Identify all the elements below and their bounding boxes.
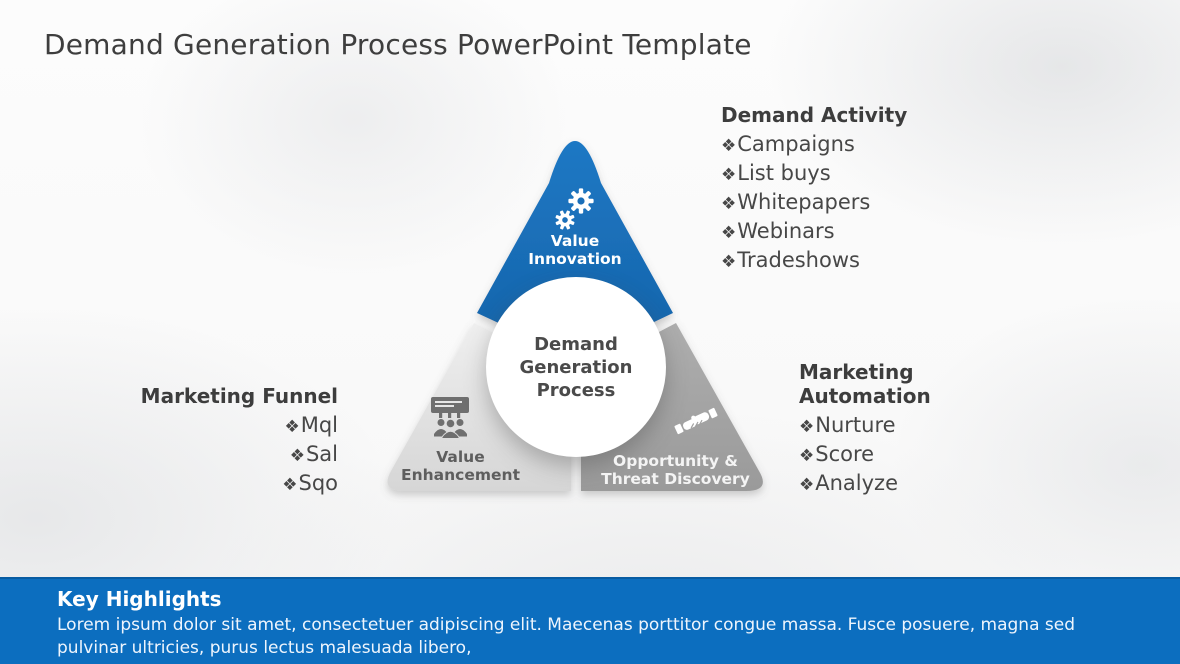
center-circle-label: Demand Generation Process xyxy=(519,333,633,401)
list-item-label: Sqo xyxy=(298,471,338,495)
list-item-label: Campaigns xyxy=(737,132,855,156)
diamond-bullet-icon: ❖ xyxy=(721,194,737,214)
list-item-label: Whitepapers xyxy=(737,190,871,214)
diamond-bullet-icon: ❖ xyxy=(721,223,737,243)
list-item: ❖Score xyxy=(799,441,999,470)
marketing-automation-list: Marketing Automation ❖Nurture ❖Score ❖An… xyxy=(799,360,999,499)
diamond-bullet-icon: ❖ xyxy=(799,417,815,437)
demand-activity-list: Demand Activity ❖Campaigns ❖List buys ❖W… xyxy=(721,103,907,276)
diamond-bullet-icon: ❖ xyxy=(282,475,298,495)
key-highlights-title: Key Highlights xyxy=(57,587,222,611)
list-item-label: Analyze xyxy=(815,471,898,495)
list-item: ❖Tradeshows xyxy=(721,247,907,276)
diamond-bullet-icon: ❖ xyxy=(799,475,815,495)
list-item-label: Nurture xyxy=(815,413,896,437)
diamond-bullet-icon: ❖ xyxy=(799,446,815,466)
list-item-label: Tradeshows xyxy=(737,248,860,272)
list-item-label: List buys xyxy=(737,161,831,185)
key-highlights-body: Lorem ipsum dolor sit amet, consectetuer… xyxy=(57,615,1075,658)
marketing-automation-title: Marketing Automation xyxy=(799,360,931,408)
diamond-bullet-icon: ❖ xyxy=(289,446,305,466)
list-item: ❖Nurture xyxy=(799,412,999,441)
marketing-funnel-title: Marketing Funnel xyxy=(140,384,338,408)
segment-label-value-enhancement: Value Enhancement xyxy=(401,448,520,484)
diamond-bullet-icon: ❖ xyxy=(721,165,737,185)
list-item: ❖Campaigns xyxy=(721,131,907,160)
marketing-funnel-list: Marketing Funnel ❖Mql ❖Sal ❖Sqo xyxy=(120,384,338,499)
list-item-label: Sal xyxy=(305,442,338,466)
list-item: ❖Mql xyxy=(120,412,338,441)
list-item-label: Webinars xyxy=(737,219,835,243)
page-title: Demand Generation Process PowerPoint Tem… xyxy=(44,28,752,61)
diamond-bullet-icon: ❖ xyxy=(284,417,300,437)
diamond-bullet-icon: ❖ xyxy=(721,136,737,156)
list-item: ❖Sal xyxy=(120,441,338,470)
list-item: ❖Sqo xyxy=(120,470,338,499)
segment-label-value-innovation: Value Innovation xyxy=(528,232,622,268)
segment-label-opportunity-threat: Opportunity & Threat Discovery xyxy=(601,452,750,488)
presentation-audience-icon xyxy=(431,397,469,439)
list-item: ❖Analyze xyxy=(799,470,999,499)
list-item-label: Mql xyxy=(300,413,338,437)
handshake-icon xyxy=(674,407,718,435)
diamond-bullet-icon: ❖ xyxy=(721,252,737,272)
list-item: ❖Webinars xyxy=(721,218,907,247)
list-item-label: Score xyxy=(815,442,875,466)
center-circle: Demand Generation Process xyxy=(486,277,666,457)
list-item: ❖List buys xyxy=(721,160,907,189)
list-item: ❖Whitepapers xyxy=(721,189,907,218)
demand-activity-title: Demand Activity xyxy=(721,103,908,127)
key-highlights-bar: Key Highlights Lorem ipsum dolor sit ame… xyxy=(0,577,1180,664)
